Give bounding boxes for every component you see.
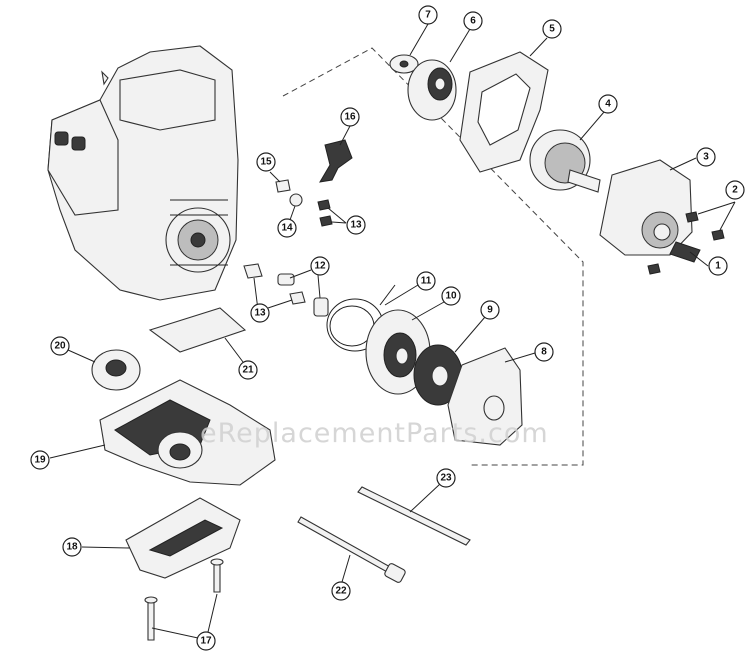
part-22-rod xyxy=(297,516,406,583)
callout-4: 4 xyxy=(579,94,618,141)
svg-text:12: 12 xyxy=(314,261,326,272)
svg-text:15: 15 xyxy=(260,157,272,168)
svg-text:13: 13 xyxy=(254,308,266,319)
svg-text:21: 21 xyxy=(242,365,254,376)
callout-15: 15 xyxy=(256,152,281,183)
assembly-group-outline xyxy=(282,47,584,466)
svg-text:22: 22 xyxy=(335,586,347,597)
callout-1: 1 xyxy=(689,251,728,276)
callout-7: 7 xyxy=(409,5,438,56)
callout-14: 14 xyxy=(277,205,297,238)
part-3-cover xyxy=(599,159,693,256)
part-13-screws-upper xyxy=(317,199,333,227)
part-14-pin xyxy=(289,193,303,207)
svg-text:13: 13 xyxy=(350,220,362,231)
callout-6: 6 xyxy=(449,11,483,63)
svg-text:10: 10 xyxy=(445,291,457,302)
part-21-gasket xyxy=(148,307,247,353)
callout-10: 10 xyxy=(411,286,461,321)
svg-text:11: 11 xyxy=(421,276,432,287)
callout-17: 17 xyxy=(151,593,218,651)
svg-text:7: 7 xyxy=(425,10,431,21)
part-8-recoil-housing xyxy=(447,347,523,446)
callout-9: 9 xyxy=(454,300,500,353)
svg-text:23: 23 xyxy=(440,473,452,484)
svg-text:18: 18 xyxy=(66,542,78,553)
svg-text:5: 5 xyxy=(549,24,555,35)
svg-text:4: 4 xyxy=(605,99,611,110)
engine-block-part xyxy=(47,45,239,301)
part-7-washer xyxy=(389,54,419,74)
svg-text:19: 19 xyxy=(34,455,46,466)
part-4-drum xyxy=(529,129,601,193)
svg-text:8: 8 xyxy=(541,347,547,358)
callout-12: 12 xyxy=(289,256,330,299)
svg-text:16: 16 xyxy=(344,112,356,123)
callout-2: 2 xyxy=(697,180,745,231)
callout-20: 20 xyxy=(50,336,96,363)
svg-text:9: 9 xyxy=(487,305,493,316)
part-18-bracket xyxy=(125,497,241,579)
part-16-lever xyxy=(319,139,353,183)
part-19-fuel-tank xyxy=(99,379,276,486)
part-23-rod xyxy=(357,486,471,546)
part-1-spring xyxy=(669,241,701,263)
part-6-clutch xyxy=(407,59,457,121)
part-12-bushings xyxy=(277,273,329,317)
svg-text:17: 17 xyxy=(200,636,212,647)
callout-13-lower: 13 xyxy=(250,277,293,323)
callout-23: 23 xyxy=(409,468,456,513)
part-17-bolts xyxy=(144,558,224,641)
callout-21: 21 xyxy=(224,337,258,380)
watermark-text: eReplacementParts.com xyxy=(200,418,549,449)
callout-16: 16 xyxy=(339,107,360,146)
svg-text:1: 1 xyxy=(715,261,721,272)
part-15-clip xyxy=(275,179,291,193)
callout-5: 5 xyxy=(529,19,562,57)
svg-text:6: 6 xyxy=(470,16,476,27)
part-5-ring xyxy=(459,51,549,173)
callout-8: 8 xyxy=(504,342,554,363)
svg-text:2: 2 xyxy=(732,185,738,196)
callout-13-upper: 13 xyxy=(327,207,366,235)
part-20-fuel-cap xyxy=(91,349,141,391)
callout-3: 3 xyxy=(669,147,716,171)
svg-text:3: 3 xyxy=(703,152,709,163)
part-9-spring-disc xyxy=(413,344,463,406)
callout-11: 11 xyxy=(384,271,436,306)
svg-text:14: 14 xyxy=(281,223,293,234)
part-13-screws-lower xyxy=(243,263,306,305)
callout-19: 19 xyxy=(30,444,106,470)
svg-text:20: 20 xyxy=(54,341,66,352)
callout-18: 18 xyxy=(62,537,131,557)
callout-22: 22 xyxy=(331,554,351,601)
part-2-screws xyxy=(647,211,725,275)
